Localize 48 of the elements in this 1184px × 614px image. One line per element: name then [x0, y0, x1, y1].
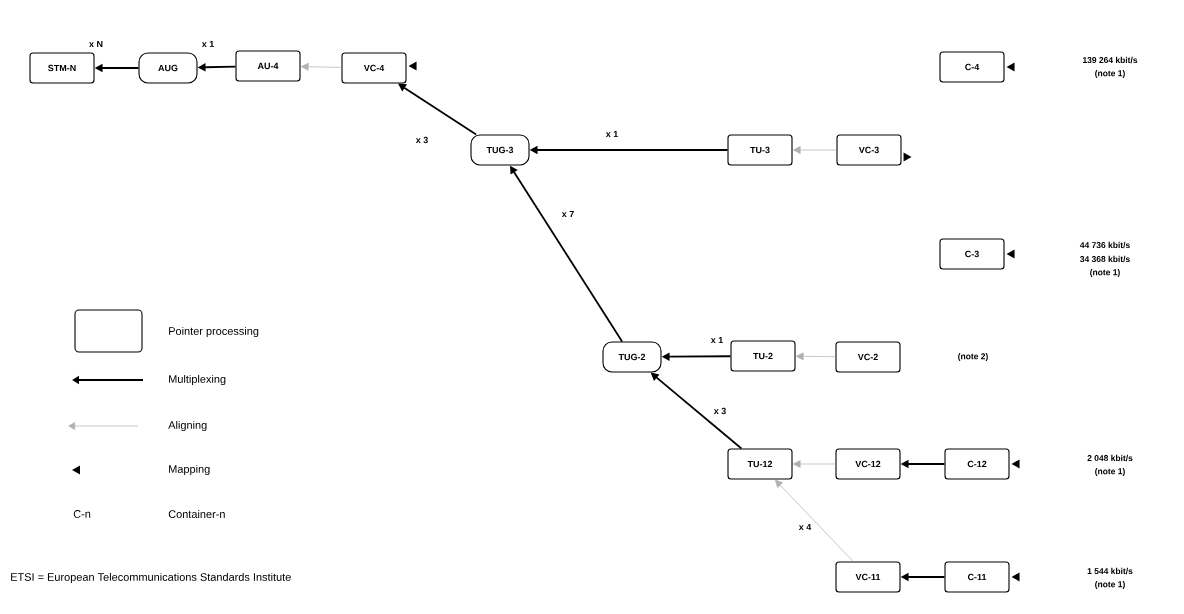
edge-label: x 3 [712, 406, 728, 416]
edge-label: x 1 [604, 129, 620, 139]
rate-note: (note 1) [1095, 581, 1125, 589]
legend-text: Mapping [169, 464, 210, 476]
arrow [796, 352, 836, 361]
arrow [793, 460, 836, 468]
rate-note: 44 736 kbit/s [1079, 241, 1130, 249]
process-box: TU-3 [727, 134, 793, 166]
process-box: VC-12 [835, 448, 901, 480]
footnote: ETSI = European Telecommunications Standards Institute [11, 572, 291, 584]
process-box: AU-4 [235, 50, 301, 82]
process-box: C-4 [939, 51, 1005, 83]
process-box: VC-3 [836, 134, 902, 166]
process-box: C-12 [944, 448, 1010, 480]
arrow [793, 146, 837, 154]
pointer-processing-box: AUG [138, 52, 198, 84]
edge-label: x 1 [709, 335, 725, 345]
rate-note: (note 1) [1095, 70, 1125, 78]
legend-text: Aligning [168, 420, 207, 432]
arrow [301, 62, 342, 71]
rate-note: 1 544 kbit/s [1087, 567, 1133, 575]
process-box: TU-2 [730, 340, 796, 372]
rate-note: 139 264 kbit/s [1083, 56, 1138, 64]
edge-label: x 7 [560, 209, 576, 219]
legend-text: Multiplexing [169, 374, 226, 386]
process-box: VC-2 [835, 341, 901, 373]
edge-label: x 3 [414, 135, 430, 145]
arrow [775, 479, 854, 562]
legend-text: Container-n [168, 509, 225, 518]
arrow [398, 83, 478, 136]
process-box: VC-4 [341, 52, 407, 84]
edge-label: x 1 [200, 39, 216, 49]
process-box: STM-N [29, 52, 95, 84]
pointer-processing-box: TUG-2 [602, 341, 662, 373]
rate-note: (note 1) [1095, 468, 1125, 476]
edge-label: x 4 [797, 522, 813, 532]
legend-symbol: C-n [73, 510, 91, 518]
rate-note: 2 048 kbit/s [1087, 454, 1133, 462]
process-box: VC-11 [835, 561, 901, 593]
pointer-processing-box: TUG-3 [470, 134, 530, 166]
process-box: C-11 [944, 561, 1010, 593]
edge-label: x N [88, 39, 104, 49]
rate-note: (note 1) [1090, 269, 1120, 277]
process-box: C-3 [939, 238, 1005, 270]
note: (note 2) [958, 353, 988, 361]
rate-note: 34 368 kbit/s [1080, 255, 1130, 263]
legend-text: Pointer processing [169, 326, 259, 338]
process-box: TU-12 [727, 448, 793, 480]
